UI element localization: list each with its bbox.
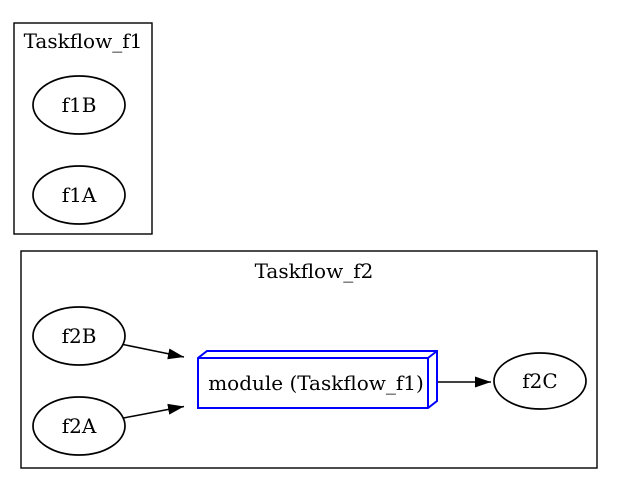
node-f1B: f1B <box>32 75 126 135</box>
node-f1A: f1A <box>32 165 126 225</box>
cluster-taskflow-f2: Taskflow_f2 f2B f2A <box>20 250 598 469</box>
node-f1B-label: f1B <box>62 93 97 117</box>
node-f2B: f2B <box>32 306 126 366</box>
node-f1A-label: f1A <box>62 183 97 207</box>
cluster-taskflow-f2-label: Taskflow_f2 <box>255 259 374 283</box>
node-f2C-label: f2C <box>522 369 557 393</box>
edge-f2A-to-module-line <box>122 403 185 419</box>
node-f1B-shape <box>32 75 126 135</box>
node-f2B-label: f2B <box>62 324 97 348</box>
node-f2B-shape <box>32 306 126 366</box>
node-f2A-shape <box>32 396 126 456</box>
edge-f2B-to-module-line <box>122 343 185 360</box>
node-f2C-shape <box>493 352 587 410</box>
node-module: module (Taskflow_f1) <box>197 350 438 409</box>
cluster-taskflow-f1: Taskflow_f1 f1B f1A <box>13 22 153 235</box>
node-module-bevel <box>198 350 438 408</box>
node-f2A-label: f2A <box>62 414 97 438</box>
edge-f2A-to-module <box>122 403 185 419</box>
node-f2A: f2A <box>32 396 126 456</box>
node-f2C: f2C <box>493 352 587 410</box>
cluster-taskflow-f1-label: Taskflow_f1 <box>24 29 143 53</box>
edge-f2B-to-module <box>122 343 185 360</box>
node-module-label: module (Taskflow_f1) <box>208 371 424 395</box>
node-f1A-shape <box>32 165 126 225</box>
